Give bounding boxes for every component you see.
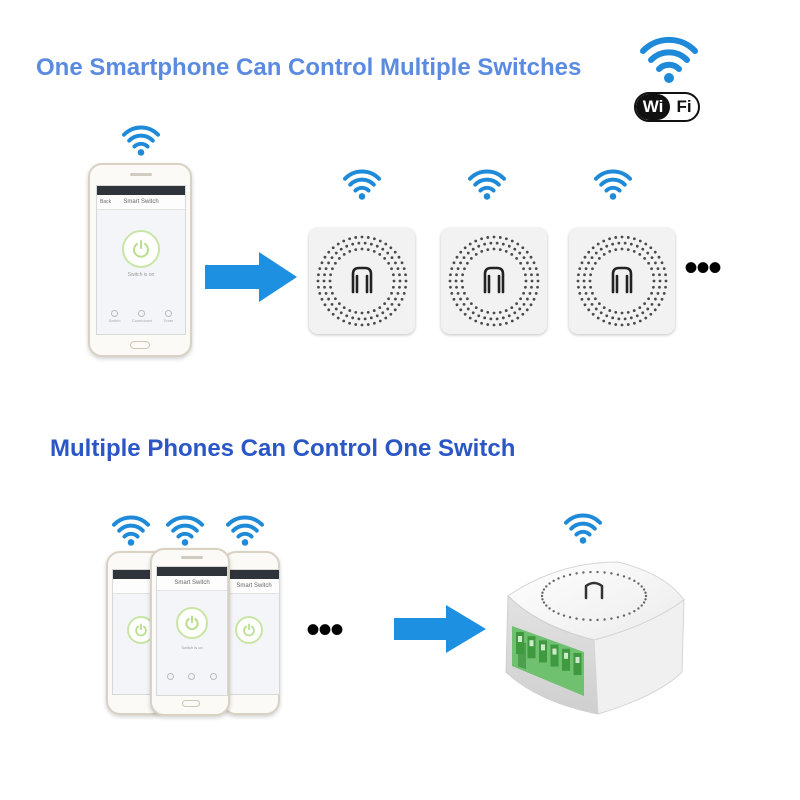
wifi-icon [594, 169, 632, 200]
power-icon [185, 615, 199, 631]
tab-switch[interactable]: Switch [108, 310, 121, 323]
arrow-right-icon [205, 252, 297, 302]
tab-label: Countdown [131, 318, 152, 323]
tab-timer[interactable]: Timer [163, 310, 173, 323]
power-button[interactable] [176, 607, 208, 639]
power-icon [243, 623, 255, 637]
phone-screen: Smart Switch Switch is on [156, 566, 228, 696]
phone-screen [112, 569, 166, 695]
app-title: Smart Switch [174, 580, 210, 586]
status-bar [113, 570, 165, 579]
countdown-icon [138, 310, 146, 317]
power-icon [133, 240, 149, 258]
wifi-icon [468, 169, 506, 200]
app-nav-bar: Back Smart Switch [97, 195, 185, 210]
tab-label: Timer [163, 318, 174, 323]
phone-speaker [181, 556, 203, 559]
app-tab-bar [160, 673, 224, 681]
smart-switch-module [309, 228, 415, 334]
status-bar [97, 186, 185, 195]
countdown-icon [188, 673, 196, 680]
back-button[interactable]: Back [100, 199, 112, 205]
tab-label: Switch [108, 318, 121, 323]
power-button[interactable] [122, 230, 160, 268]
wifi-icon [226, 515, 264, 546]
power-button[interactable] [235, 616, 263, 644]
wifi-icon [122, 125, 160, 156]
wifi-logo: Wi Fi [634, 92, 700, 122]
app-title: Smart Switch [123, 199, 159, 205]
phone-speaker [130, 173, 152, 176]
status-bar [157, 567, 227, 576]
more-switches-ellipsis: ••• [684, 246, 722, 290]
wifi-icon [564, 513, 602, 544]
wifi-logo-part2: Fi [676, 97, 692, 116]
switch-terminal-icon [448, 235, 540, 327]
power-caption: Switch is on [127, 272, 155, 278]
phone-screen: Smart Switch [228, 569, 280, 695]
timer-icon [209, 673, 217, 680]
smartphone: Smart Switch Switch is on [150, 548, 230, 716]
tab-countdown[interactable]: Countdown [132, 310, 152, 323]
app-nav-bar: Smart Switch [229, 579, 279, 594]
app-title: Smart Switch [236, 583, 272, 589]
wifi-icon [640, 36, 698, 83]
heading-many-phones-one-switch: Multiple Phones Can Control One Switch [50, 435, 516, 462]
switch-icon [167, 673, 175, 680]
wifi-icon [112, 515, 150, 546]
tab-countdown[interactable] [188, 673, 196, 681]
home-button [182, 700, 200, 707]
status-bar [229, 570, 279, 579]
switch-terminal-icon [576, 235, 668, 327]
switch-icon [111, 310, 119, 317]
power-caption: Switch is on [181, 645, 203, 650]
smartphone: Back Smart Switch Switch is on Switch Co… [88, 163, 192, 357]
wifi-icon [343, 169, 381, 200]
smart-switch-module-3d [505, 561, 685, 715]
phone-screen: Back Smart Switch Switch is on Switch Co… [96, 185, 186, 335]
arrow-right-icon [394, 605, 486, 653]
smart-switch-module [441, 228, 547, 334]
tab-switch[interactable] [167, 673, 175, 681]
wifi-logo-part1: Wi [636, 94, 670, 120]
power-icon [135, 623, 147, 637]
app-tab-bar: Switch Countdown Timer [103, 310, 179, 323]
tab-timer[interactable] [209, 673, 217, 681]
heading-one-phone-many-switches: One Smartphone Can Control Multiple Swit… [36, 54, 582, 81]
smart-switch-module [569, 228, 675, 334]
wifi-icon [166, 515, 204, 546]
home-button [130, 341, 150, 349]
timer-icon [164, 310, 172, 317]
app-nav-bar: Smart Switch [157, 576, 227, 591]
more-phones-ellipsis: ••• [306, 608, 344, 652]
switch-terminal-icon [316, 235, 408, 327]
smartphone: Smart Switch [222, 551, 280, 715]
